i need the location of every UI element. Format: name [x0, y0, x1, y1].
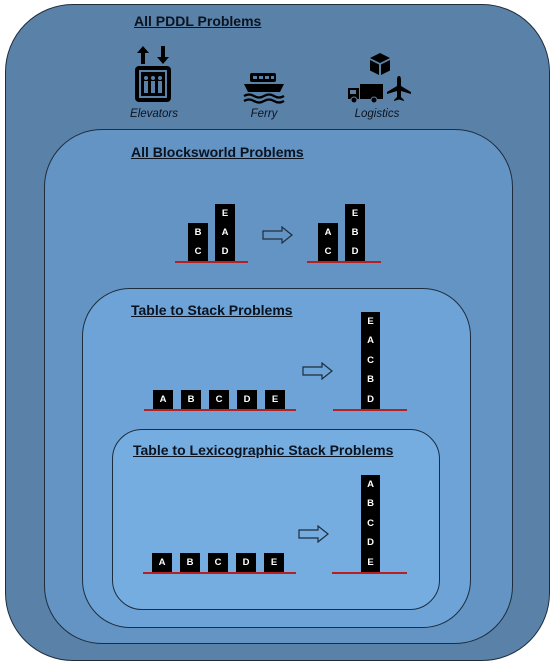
- blocksworld-goal-block: B: [345, 223, 365, 242]
- blocksworld-initial-block: D: [215, 242, 235, 261]
- lexicographic-goal-block: B: [361, 494, 380, 514]
- table-to-stack-initial-block: E: [265, 390, 285, 409]
- lexicographic-transition-arrow: [298, 525, 329, 543]
- table-to-stack-goal-block: A: [361, 331, 380, 351]
- table-to-stack-title: Table to Stack Problems: [131, 302, 293, 318]
- table-to-stack-goal-block: C: [361, 350, 380, 370]
- table-to-stack-initial-block: B: [181, 390, 201, 409]
- lexicographic-goal-block: C: [361, 513, 380, 533]
- blocksworld-goal-ground: [307, 261, 381, 263]
- blocksworld-goal-block: C: [318, 242, 338, 261]
- elevator-icon: [135, 46, 171, 102]
- lexicographic-initial-block: E: [264, 553, 284, 572]
- elevators-label: Elevators: [130, 108, 178, 120]
- blocksworld-transition-arrow: [262, 226, 293, 244]
- lexicographic-stack-region: [112, 429, 440, 610]
- lexicographic-goal-block: D: [361, 533, 380, 553]
- lexicographic-goal-block: A: [361, 474, 380, 494]
- lexicographic-initial-block: D: [236, 553, 256, 572]
- table-to-stack-transition-arrow: [302, 362, 333, 380]
- lexicographic-initial-block: B: [180, 553, 200, 572]
- blocksworld-title: All Blocksworld Problems: [131, 144, 304, 160]
- blocksworld-goal-block: D: [345, 242, 365, 261]
- table-to-stack-initial-block: C: [209, 390, 229, 409]
- ferry-label: Ferry: [250, 108, 278, 120]
- blocksworld-initial-block: A: [215, 223, 235, 242]
- lexicographic-initial-block: A: [152, 553, 172, 572]
- table-to-stack-goal-block: D: [361, 389, 380, 409]
- blocksworld-goal-block: A: [318, 223, 338, 242]
- blocksworld-initial-block: B: [188, 223, 208, 242]
- lexicographic-initial-block: C: [208, 553, 228, 572]
- lexicographic-initial-ground: [143, 572, 296, 574]
- lexicographic-goal-ground: [332, 572, 407, 574]
- table-to-stack-initial-block: D: [237, 390, 257, 409]
- blocksworld-initial-ground: [175, 261, 248, 263]
- logistics-icon: [348, 53, 411, 104]
- logistics-label: Logistics: [354, 108, 400, 120]
- all-pddl-title: All PDDL Problems: [134, 13, 262, 29]
- table-to-stack-initial-ground: [144, 409, 296, 411]
- blocksworld-goal-block: E: [345, 204, 365, 223]
- table-to-stack-goal-block: B: [361, 370, 380, 390]
- ferry-icon: [243, 73, 285, 104]
- blocksworld-initial-block: E: [215, 204, 235, 223]
- lexicographic-goal-block: E: [361, 552, 380, 572]
- table-to-stack-goal-block: E: [361, 311, 380, 331]
- table-to-stack-initial-block: A: [153, 390, 173, 409]
- table-to-stack-goal-ground: [333, 409, 407, 411]
- lexicographic-stack-title: Table to Lexicographic Stack Problems: [133, 442, 394, 458]
- blocksworld-initial-block: C: [188, 242, 208, 261]
